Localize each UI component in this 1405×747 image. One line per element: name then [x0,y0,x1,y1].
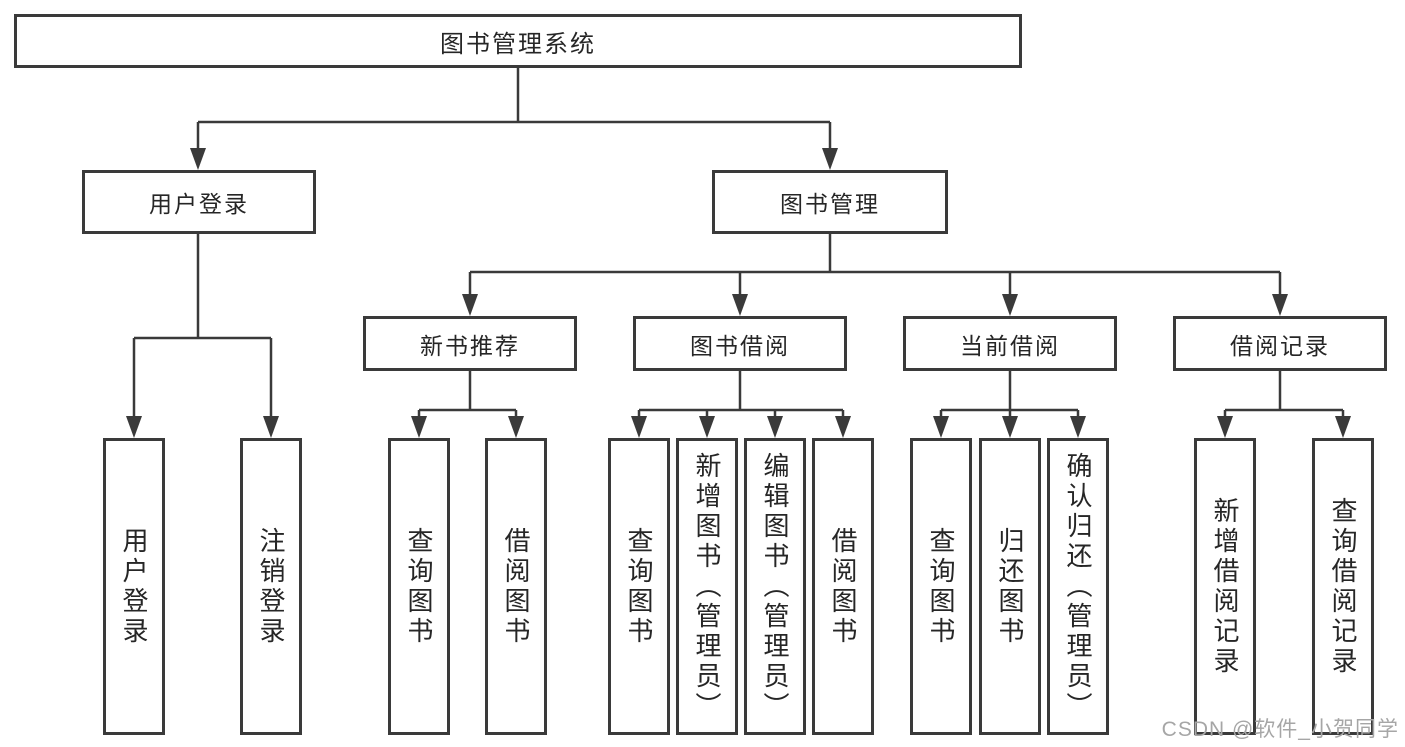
leaf-logout: 注销登录 [240,438,302,735]
leaf-confirm-return-admin-label: 确认归还（管理员） [1063,451,1093,722]
node-book-borrowing-label: 图书借阅 [690,332,790,359]
leaf-query-books-current: 查询图书 [910,438,972,735]
leaf-query-books-borrowing-label: 查询图书 [624,526,654,647]
leaf-query-borrow-record: 查询借阅记录 [1312,438,1374,735]
node-book-management-label: 图书管理 [780,191,880,217]
leaf-borrow-books: 借阅图书 [812,438,874,735]
leaf-query-books-recommend-label: 查询图书 [404,526,434,647]
node-current-borrowing-label: 当前借阅 [960,332,1060,359]
node-borrowing-records-label: 借阅记录 [1230,332,1330,359]
leaf-add-book-admin: 新增图书（管理员） [676,438,738,735]
node-borrowing-records: 借阅记录 [1173,316,1387,371]
node-current-borrowing: 当前借阅 [903,316,1117,371]
leaf-borrow-books-recommend: 借阅图书 [485,438,547,735]
node-book-borrowing: 图书借阅 [633,316,847,371]
leaf-query-books-borrowing: 查询图书 [608,438,670,735]
leaf-add-book-admin-label: 新增图书（管理员） [692,451,722,722]
leaf-add-borrow-record-label: 新增借阅记录 [1210,496,1240,677]
leaf-edit-book-admin-label: 编辑图书（管理员） [760,451,790,722]
leaf-query-books-current-label: 查询图书 [926,526,956,647]
node-new-book-recommendation-label: 新书推荐 [420,332,520,359]
node-root-label: 图书管理系统 [440,30,596,58]
leaf-return-book-label: 归还图书 [995,526,1025,647]
node-root: 图书管理系统 [14,14,1022,68]
node-book-management: 图书管理 [712,170,948,234]
leaf-query-books-recommend: 查询图书 [388,438,450,735]
node-new-book-recommendation: 新书推荐 [363,316,577,371]
arrowheads [126,148,1351,438]
leaf-query-borrow-record-label: 查询借阅记录 [1328,496,1358,677]
leaf-add-borrow-record: 新增借阅记录 [1194,438,1256,735]
csdn-watermark: CSDN @软件_小贺同学 [1161,718,1399,741]
leaf-user-login: 用户登录 [103,438,165,735]
leaf-return-book: 归还图书 [979,438,1041,735]
node-user-login-label: 用户登录 [149,191,249,217]
leaf-logout-label: 注销登录 [256,526,286,647]
leaf-edit-book-admin: 编辑图书（管理员） [744,438,806,735]
leaf-confirm-return-admin: 确认归还（管理员） [1047,438,1109,735]
leaf-borrow-books-recommend-label: 借阅图书 [501,526,531,647]
leaf-user-login-label: 用户登录 [119,526,149,647]
node-user-login: 用户登录 [82,170,316,234]
leaf-borrow-books-label: 借阅图书 [828,526,858,647]
